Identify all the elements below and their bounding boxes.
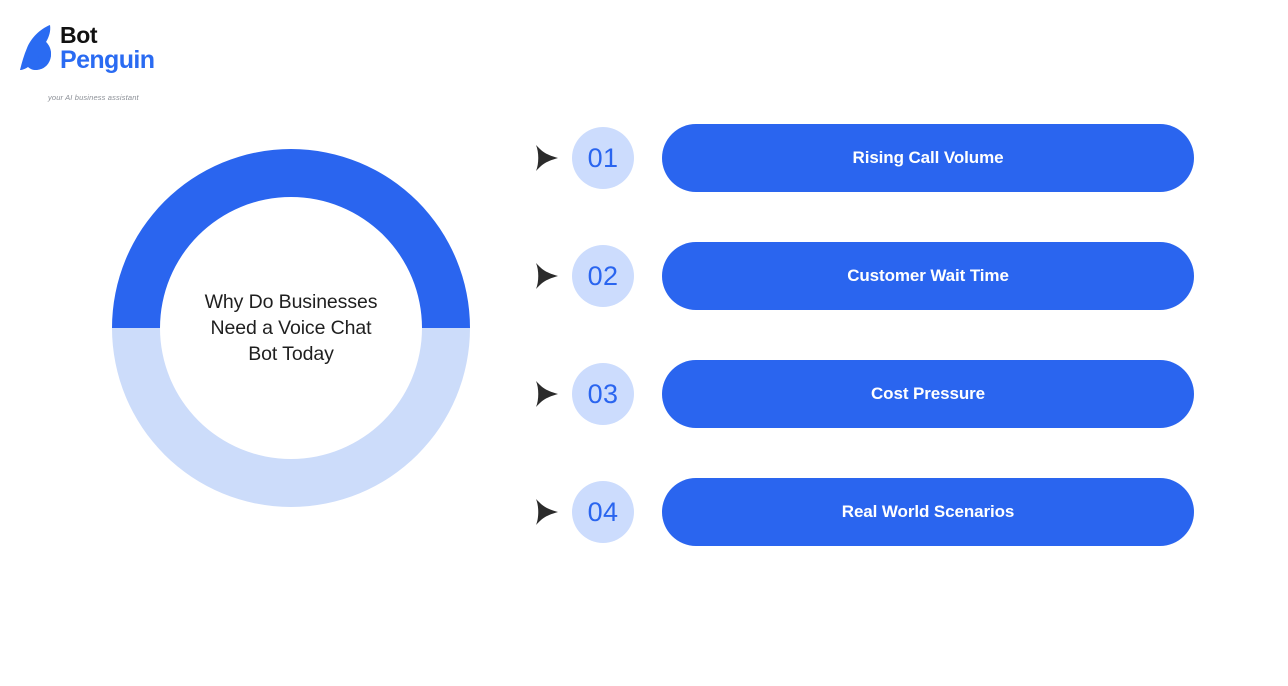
logo-row: Bot Penguin — [20, 22, 250, 73]
step-row: 01 Rising Call Volume — [534, 124, 1194, 192]
donut-segment-top — [112, 149, 470, 328]
step-pill-cost-pressure[interactable]: Cost Pressure — [662, 360, 1194, 428]
logo-tagline: your AI business assistant — [48, 93, 139, 102]
step-row: 03 Cost Pressure — [534, 360, 1194, 428]
donut-segment-bottom — [112, 328, 470, 507]
penguin-icon — [20, 25, 51, 71]
step-number-badge: 01 — [572, 127, 634, 189]
triangle-right-icon — [536, 263, 558, 289]
step-row: 04 Real World Scenarios — [534, 478, 1194, 546]
triangle-right-icon — [536, 145, 558, 171]
triangle-right-icon — [536, 381, 558, 407]
step-pill-rising-call-volume[interactable]: Rising Call Volume — [662, 124, 1194, 192]
logo-word-bot: Bot — [60, 22, 98, 48]
step-row: 02 Customer Wait Time — [534, 242, 1194, 310]
brand-logo: Bot Penguin your AI business assistant — [20, 22, 250, 102]
donut-chart — [112, 149, 470, 507]
step-number-badge: 02 — [572, 245, 634, 307]
logo-word-penguin: Penguin — [60, 46, 155, 74]
steps-list: 01 Rising Call Volume 02 Customer Wait T… — [534, 124, 1194, 546]
step-number-badge: 04 — [572, 481, 634, 543]
step-pill-real-world-scenarios[interactable]: Real World Scenarios — [662, 478, 1194, 546]
triangle-right-icon — [536, 499, 558, 525]
logo-wordmark: Bot Penguin — [60, 22, 155, 74]
step-number-badge: 03 — [572, 363, 634, 425]
step-pill-customer-wait-time[interactable]: Customer Wait Time — [662, 242, 1194, 310]
